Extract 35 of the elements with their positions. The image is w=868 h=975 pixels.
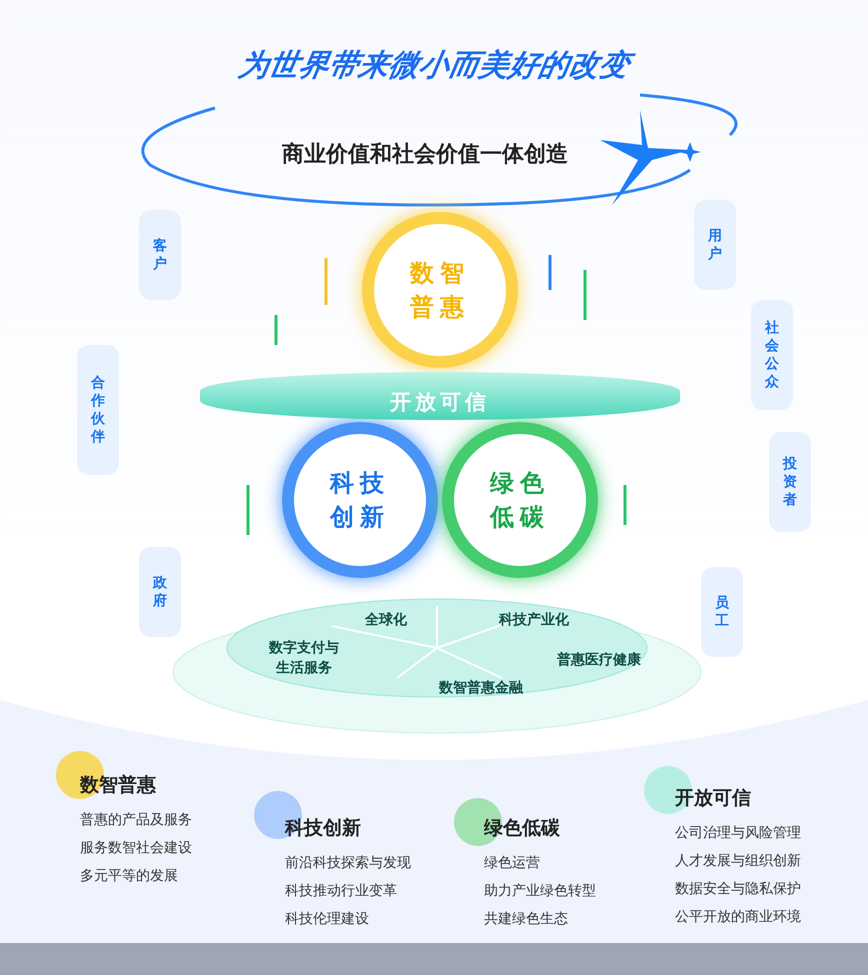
stakeholder-segment: 客户 — [139, 210, 181, 300]
list-item: 助力产业绿色转型 — [484, 882, 596, 901]
stakeholder-segment: 员工 — [701, 567, 743, 657]
column-heading: 数智普惠 — [80, 773, 157, 798]
list-item: 普惠的产品及服务 — [80, 811, 192, 830]
list-item: 多元平等的发展 — [80, 867, 179, 886]
segment-label: 科技产业化 — [499, 610, 569, 630]
value-circle: 绿色低碳 — [442, 422, 598, 578]
list-item: 服务数智社会建设 — [80, 839, 192, 858]
list-item: 绿色运营 — [484, 854, 541, 873]
stakeholder-segment: 政府 — [139, 547, 181, 637]
column-heading: 开放可信 — [675, 786, 752, 811]
value-circle: 科技创新 — [282, 422, 438, 578]
value-circle: 数智普惠 — [362, 212, 518, 368]
stakeholder-segment: 用户 — [694, 200, 736, 290]
list-item: 科技推动行业变革 — [285, 882, 398, 901]
list-item: 公司治理与风险管理 — [675, 824, 801, 843]
ring-band: 开放可信 — [200, 372, 680, 420]
list-item: 前沿科技探索与发现 — [285, 854, 411, 873]
column-heading: 绿色低碳 — [484, 816, 561, 841]
stakeholder-segment: 社会公众 — [751, 300, 793, 410]
slogan-title: 为世界带来微小而美好的改变 — [0, 45, 868, 86]
segment-label: 数字支付与生活服务 — [267, 638, 341, 678]
segment-label: 普惠医疗健康 — [557, 650, 641, 670]
list-item: 数据安全与隐私保护 — [675, 880, 801, 899]
stakeholder-segment: 合作伙伴 — [77, 345, 119, 475]
stakeholder-segment: 投资者 — [769, 432, 811, 532]
segment-label: 全球化 — [365, 610, 407, 630]
list-item: 公平开放的商业环境 — [675, 908, 801, 927]
list-item: 共建绿色生态 — [484, 910, 569, 929]
list-item: 人才发展与组织创新 — [675, 852, 801, 871]
segment-label: 数智普惠金融 — [439, 678, 523, 698]
column-heading: 科技创新 — [285, 816, 362, 841]
list-item: 科技伦理建设 — [285, 910, 370, 929]
heading-text: 商业价值和社会价值一体创造 — [255, 135, 595, 175]
